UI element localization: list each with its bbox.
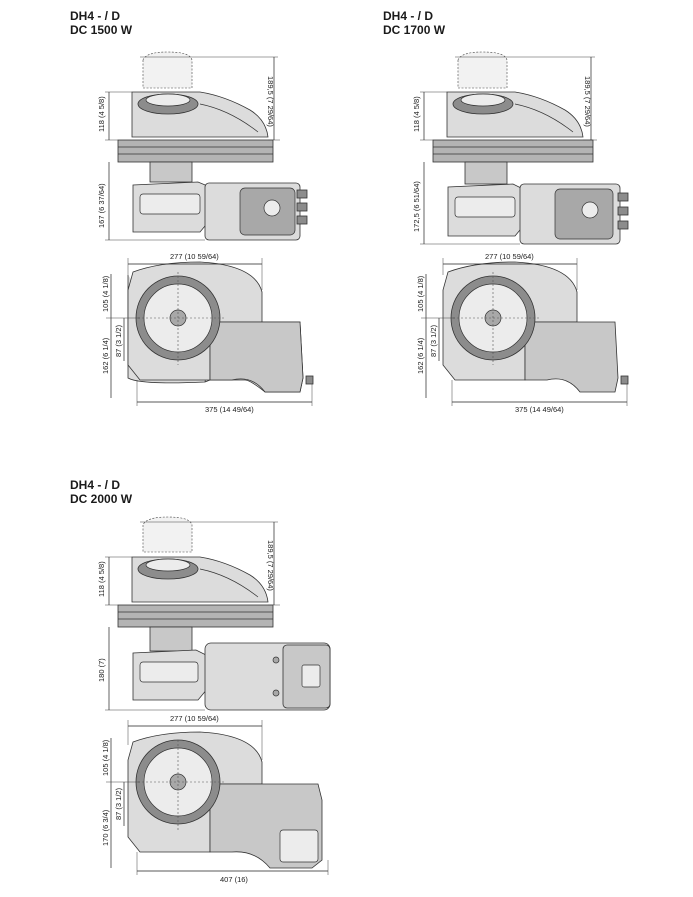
- gypsy-top: [145, 93, 191, 107]
- dim-length: 375 (14 49/64): [515, 405, 564, 414]
- gypsy-top: [145, 558, 191, 572]
- dim-total-height: 189,5 (7 29/64): [583, 76, 592, 127]
- title-dc1700: DH4 - / D DC 1700 W: [383, 9, 445, 37]
- body-contour: [199, 568, 259, 598]
- top-motor: [209, 321, 304, 393]
- dim-lower-height: 167 (6 37/64): [97, 183, 106, 228]
- title-dc1500-line1: DH4 - / D: [70, 9, 121, 23]
- dim-length: 375 (14 49/64): [205, 405, 254, 414]
- terminal: [617, 206, 629, 216]
- dim-162: 162 (6 1/4): [416, 337, 425, 374]
- side-view-dc1500: 189,5 (7 29/64) 118 (4 5/8) 167 (6 37/64…: [97, 51, 308, 241]
- logo-badge: [263, 199, 281, 217]
- gearbox-plate: [454, 196, 516, 218]
- gearbox-neck: [149, 626, 193, 652]
- terminal: [296, 189, 308, 199]
- top-view-dc1500: 277 (10 59/64) 105 (4 1/8) 87 (3 1/2) 16…: [101, 252, 314, 414]
- dim-length: 407 (16): [220, 875, 248, 884]
- dim-width-277: 277 (10 59/64): [170, 714, 219, 723]
- dim-total-height: 189,5 (7 29/64): [266, 540, 275, 591]
- dim-105: 105 (4 1/8): [101, 739, 110, 776]
- title-dc2000-line1: DH4 - / D: [70, 478, 121, 492]
- body-contour: [514, 103, 574, 133]
- dim-87: 87 (3 1/2): [429, 324, 438, 357]
- top-view-dc1700: 277 (10 59/64) 105 (4 1/8) 87 (3 1/2) 16…: [416, 252, 629, 414]
- dim-87: 87 (3 1/2): [114, 787, 123, 820]
- top-motor: [524, 321, 619, 393]
- deck-section: [117, 604, 274, 628]
- logo-badge: [581, 201, 599, 219]
- gearbox-neck: [464, 161, 508, 185]
- dim-87: 87 (3 1/2): [114, 324, 123, 357]
- terminal: [305, 375, 314, 385]
- drawing-dc1700: 189,5 (7 29/64) 118 (4 5/8) 172,5 (6 51/…: [412, 51, 629, 414]
- title-dc1500-line2: DC 1500 W: [70, 23, 133, 37]
- gearbox-plate: [139, 661, 199, 683]
- dim-105: 105 (4 1/8): [416, 275, 425, 312]
- title-dc2000-line2: DC 2000 W: [70, 492, 133, 506]
- capstan-outline: [457, 51, 508, 89]
- terminal: [617, 220, 629, 230]
- deck-section: [117, 139, 274, 163]
- dim-width-277: 277 (10 59/64): [170, 252, 219, 261]
- dim-total-height: 189,5 (7 29/64): [266, 76, 275, 127]
- gearbox-neck: [149, 161, 193, 183]
- dim-105: 105 (4 1/8): [101, 275, 110, 312]
- capstan-outline: [142, 51, 193, 89]
- title-dc1500: DH4 - / D DC 1500 W: [70, 9, 132, 37]
- gypsy-top: [460, 93, 506, 107]
- terminal: [620, 375, 629, 385]
- side-view-dc2000: 189,5 (7 29/64) 118 (4 5/8) 180 (7): [97, 516, 331, 711]
- dim-162: 162 (6 1/4): [101, 337, 110, 374]
- terminal: [296, 215, 308, 225]
- capstan-outline: [142, 516, 193, 553]
- dim-width-277: 277 (10 59/64): [485, 252, 534, 261]
- dim-lower-height: 180 (7): [97, 658, 106, 682]
- terminal: [296, 202, 308, 212]
- title-dc2000: DH4 - / D DC 2000 W: [70, 478, 132, 506]
- bolt: [272, 689, 280, 697]
- title-dc1700-line1: DH4 - / D: [383, 9, 434, 23]
- gearbox-plate: [139, 193, 201, 215]
- side-view-dc1700: 189,5 (7 29/64) 118 (4 5/8) 172,5 (6 51/…: [412, 51, 629, 245]
- top-view-dc2000: 277 (10 59/64) 105 (4 1/8) 87 (3 1/2) 17…: [101, 714, 329, 884]
- dim-upper-height: 118 (4 5/8): [97, 561, 106, 597]
- drawing-dc2000: 189,5 (7 29/64) 118 (4 5/8) 180 (7) 277 …: [97, 516, 331, 884]
- motor-end: [279, 829, 319, 863]
- motor-badge: [301, 664, 321, 688]
- dim-upper-height: 118 (4 5/8): [412, 96, 421, 132]
- bolt: [272, 656, 280, 664]
- title-dc1700-line2: DC 1700 W: [383, 23, 446, 37]
- dim-lower-height: 172,5 (6 51/64): [412, 181, 421, 232]
- body-contour: [199, 103, 259, 133]
- terminal: [617, 192, 629, 202]
- dim-162: 170 (6 3/4): [101, 809, 110, 846]
- deck-section: [432, 139, 594, 163]
- drawing-dc1500: 189,5 (7 29/64) 118 (4 5/8) 167 (6 37/64…: [97, 51, 314, 414]
- dim-upper-height: 118 (4 5/8): [97, 96, 106, 132]
